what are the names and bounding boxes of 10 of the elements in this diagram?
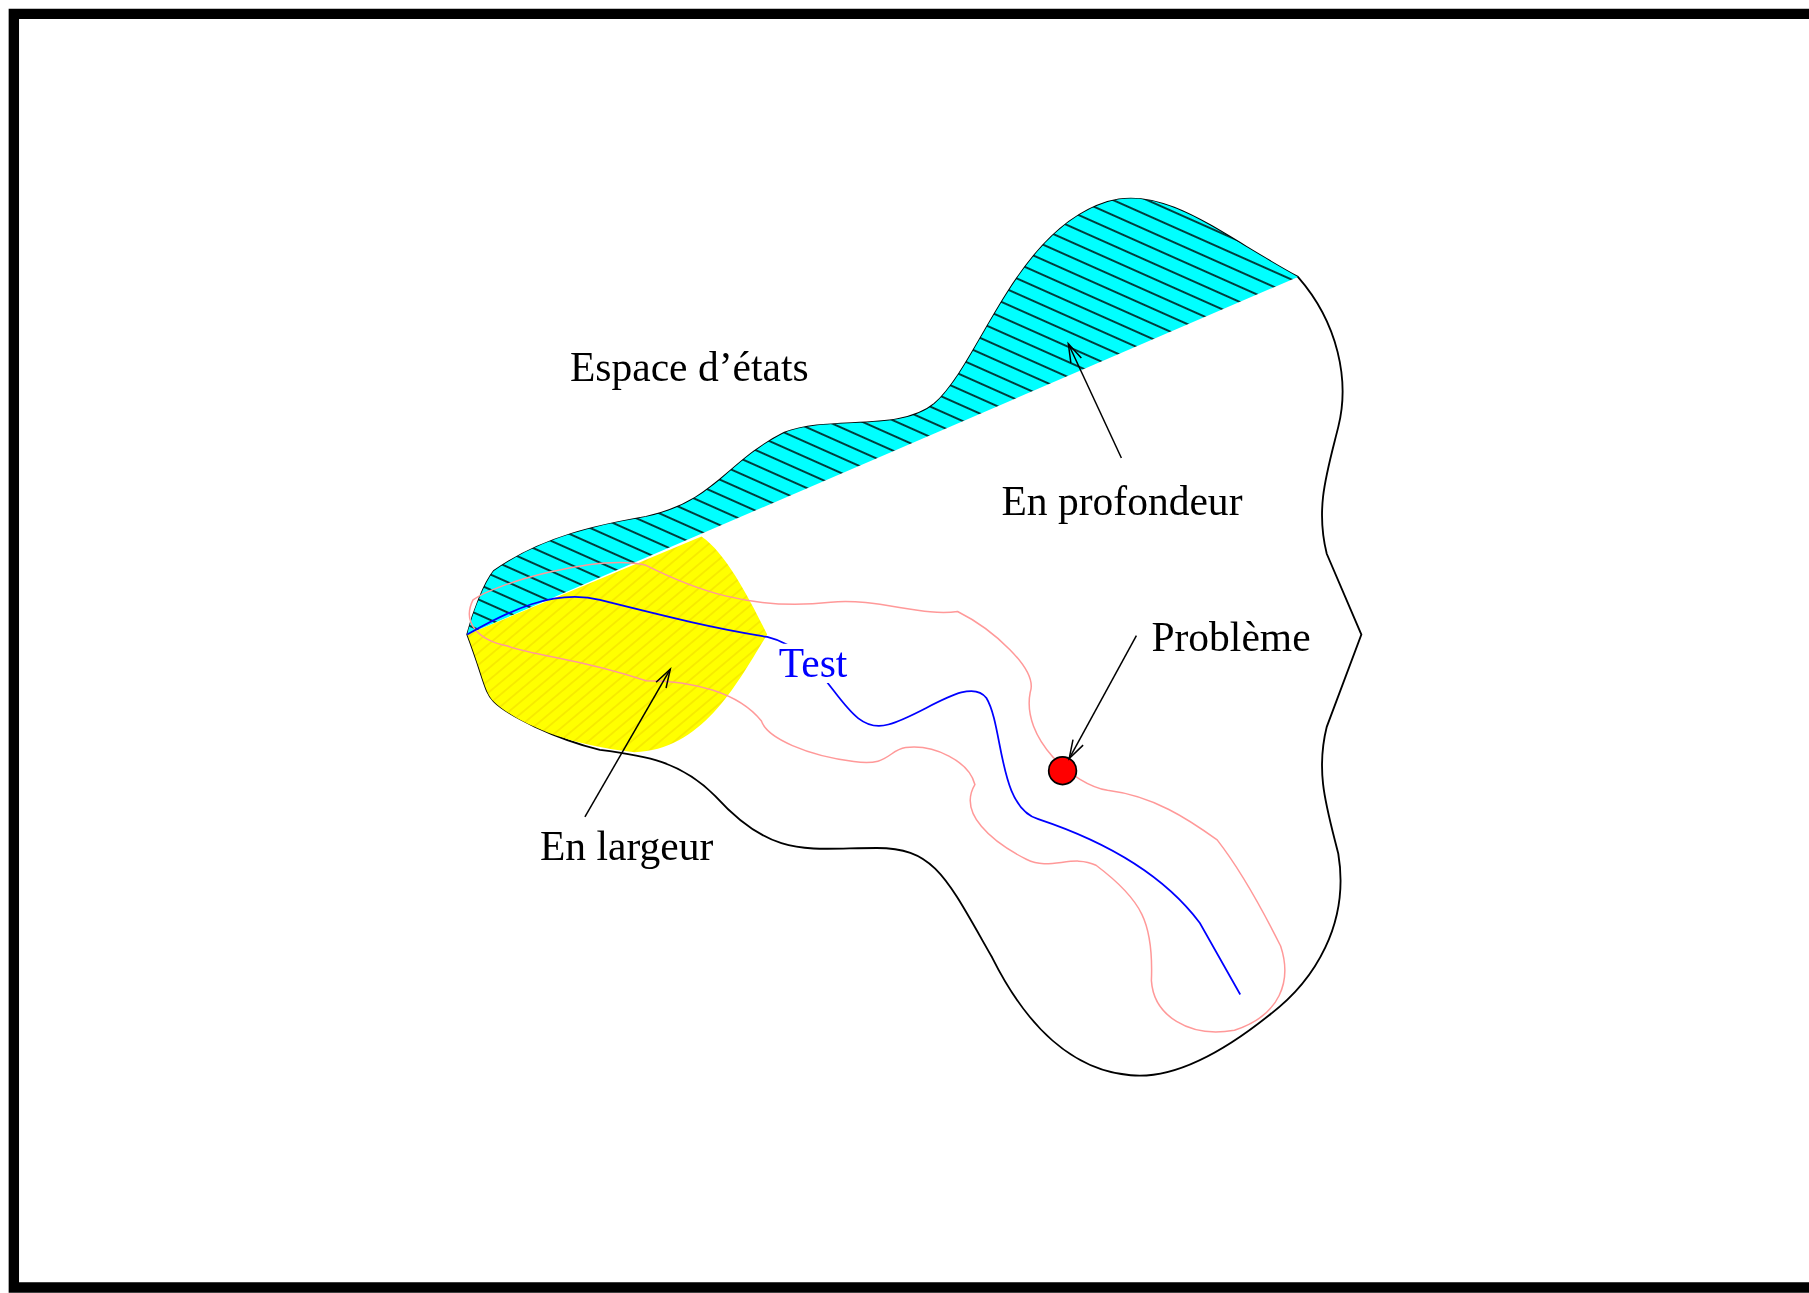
leader-line [584,668,672,818]
leader-text: Problème [1151,613,1311,660]
leader-text: En profondeur [1001,477,1243,524]
path-label: Test [778,643,848,683]
region-label: Espace d’états [569,343,809,390]
shaded-region [467,536,768,753]
problem-dot [1047,755,1078,786]
leader-line [1067,343,1123,459]
leader-text: En largeur [539,822,714,869]
leader-line [1068,634,1138,760]
